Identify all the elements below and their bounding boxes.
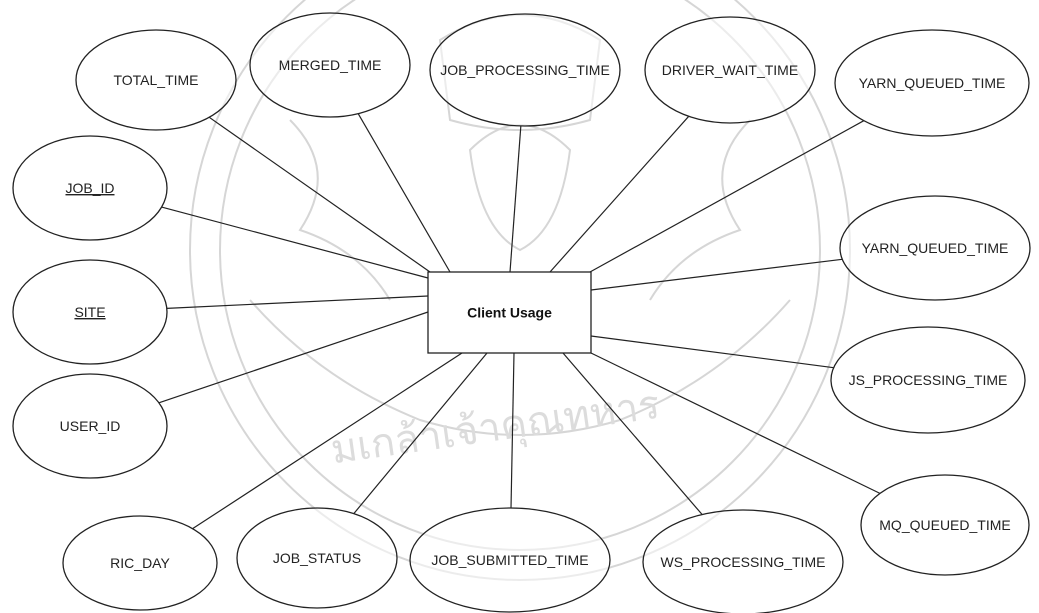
attribute-label: MQ_QUEUED_TIME [879,517,1010,533]
attribute-total-time[interactable]: TOTAL_TIME [75,29,237,131]
attribute-label: YARN_QUEUED_TIME [862,240,1009,256]
attribute-merged-time[interactable]: MERGED_TIME [249,12,411,118]
entity-label: Client Usage [467,305,552,321]
attribute-ellipse [12,259,168,365]
attribute-job-submitted-time[interactable]: JOB_SUBMITTED_TIME [409,507,611,613]
attribute-job-processing-time[interactable]: JOB_PROCESSING_TIME [429,13,621,127]
connector-user-id [158,311,429,404]
attribute-job-status[interactable]: JOB_STATUS [236,507,398,609]
connector-job-id [161,206,429,279]
attribute-ellipse [860,474,1030,576]
connector-mq-queued-time [590,352,881,494]
connector-js-processing-time [590,335,834,369]
attribute-ellipse [236,507,398,609]
attribute-site[interactable]: SITE [12,259,168,365]
connector-yarn-queued-time-1 [589,120,865,273]
connector-job-submitted-time [510,352,515,509]
attribute-ellipse [642,509,844,613]
attribute-ellipse [834,29,1030,137]
attribute-js-processing-time[interactable]: JS_PROCESSING_TIME [830,326,1026,434]
attribute-label: USER_ID [60,418,121,434]
attribute-ellipse [12,373,168,479]
svg-text:มเกล้าเจ้าคุณทหาร: มเกล้าเจ้าคุณทหาร [328,382,663,475]
attribute-yarn-queued-time-1[interactable]: YARN_QUEUED_TIME [834,29,1030,137]
attribute-label: JOB_STATUS [273,550,361,566]
connector-ric-day [192,352,463,530]
attribute-job-id[interactable]: JOB_ID [12,135,168,241]
attribute-label: JOB_ID [65,180,114,196]
connector-total-time [208,116,431,273]
attribute-ellipse [429,13,621,127]
connector-merged-time [357,113,451,273]
attribute-label: TOTAL_TIME [113,72,198,88]
connector-job-status [353,352,488,514]
entity-client-usage[interactable]: Client Usage [427,271,592,354]
attribute-ellipse [62,515,218,611]
attribute-label: JS_PROCESSING_TIME [849,372,1008,388]
attribute-ellipse [75,29,237,131]
attribute-label: DRIVER_WAIT_TIME [662,62,798,78]
attribute-ellipse [644,16,816,124]
attribute-label: JOB_PROCESSING_TIME [440,62,610,78]
attribute-ellipse [409,507,611,613]
attribute-label: RIC_DAY [110,555,170,571]
attribute-user-id[interactable]: USER_ID [12,373,168,479]
connector-site [166,295,429,309]
attribute-ellipse [249,12,411,118]
attribute-label: SITE [74,304,105,320]
attribute-label: MERGED_TIME [279,57,382,73]
connector-yarn-queued-time-2 [590,258,843,291]
attribute-mq-queued-time[interactable]: MQ_QUEUED_TIME [860,474,1030,576]
attribute-ellipse [830,326,1026,434]
attribute-ws-processing-time[interactable]: WS_PROCESSING_TIME [642,509,844,613]
connector-ws-processing-time [562,352,703,515]
attribute-ric-day[interactable]: RIC_DAY [62,515,218,611]
attribute-ellipse [839,195,1031,301]
attribute-label: WS_PROCESSING_TIME [661,554,826,570]
connector-driver-wait-time [549,115,690,273]
attribute-label: JOB_SUBMITTED_TIME [431,552,588,568]
attribute-label: YARN_QUEUED_TIME [859,75,1006,91]
attribute-driver-wait-time[interactable]: DRIVER_WAIT_TIME [644,16,816,124]
connector-job-processing-time [509,125,522,273]
attribute-ellipse [12,135,168,241]
entity-box [427,271,592,354]
attribute-yarn-queued-time-2[interactable]: YARN_QUEUED_TIME [839,195,1031,301]
